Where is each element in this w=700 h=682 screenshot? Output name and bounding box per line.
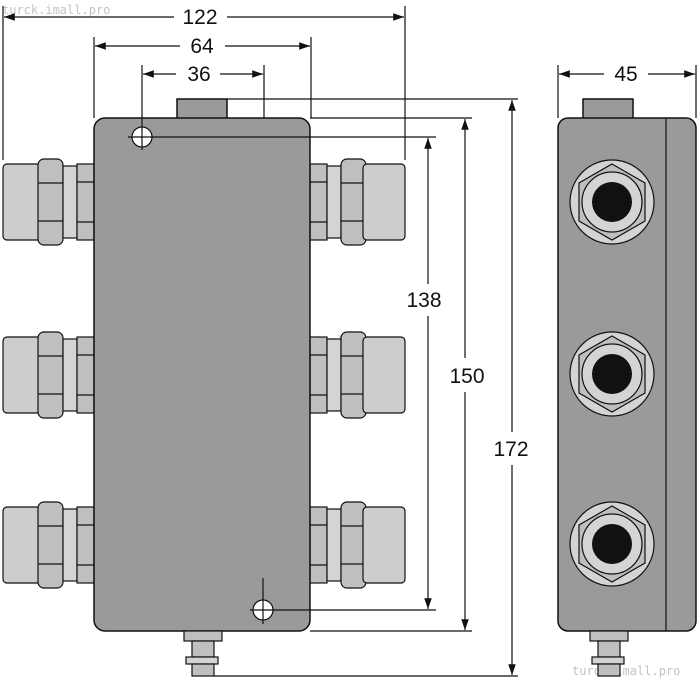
extension-lines xyxy=(2,6,697,677)
top-connector-stub xyxy=(176,98,228,121)
side-gland-2 xyxy=(569,331,655,417)
side-gland-1 xyxy=(569,159,655,245)
body-height-label: 150 xyxy=(449,365,484,388)
ground-terminal-side xyxy=(589,630,629,677)
left-gland-3 xyxy=(2,501,95,589)
watermark-bottom-right: turck.imall.pro xyxy=(572,664,680,678)
side-gland-3 xyxy=(569,501,655,587)
right-gland-1 xyxy=(309,158,406,246)
right-gland-3 xyxy=(309,501,406,589)
left-gland-2 xyxy=(2,331,95,419)
connector-pitch-label: 36 xyxy=(187,63,210,86)
side-width-label: 45 xyxy=(614,63,637,86)
overall-height-label: 172 xyxy=(493,438,528,461)
right-gland-2 xyxy=(309,331,406,419)
side-top-stub xyxy=(582,98,634,121)
mounting-hole-top xyxy=(128,124,170,150)
ground-terminal-front xyxy=(183,630,223,677)
mounting-height-label: 138 xyxy=(406,289,441,312)
watermark-top-left: turck.imall.pro xyxy=(2,3,110,17)
front-view xyxy=(2,98,406,677)
left-gland-1 xyxy=(2,158,95,246)
mounting-hole-bottom xyxy=(250,578,298,624)
housing-front xyxy=(93,117,311,632)
side-view xyxy=(557,98,697,677)
mounting-width-label: 64 xyxy=(190,35,214,58)
overall-width-label: 122 xyxy=(182,6,217,29)
